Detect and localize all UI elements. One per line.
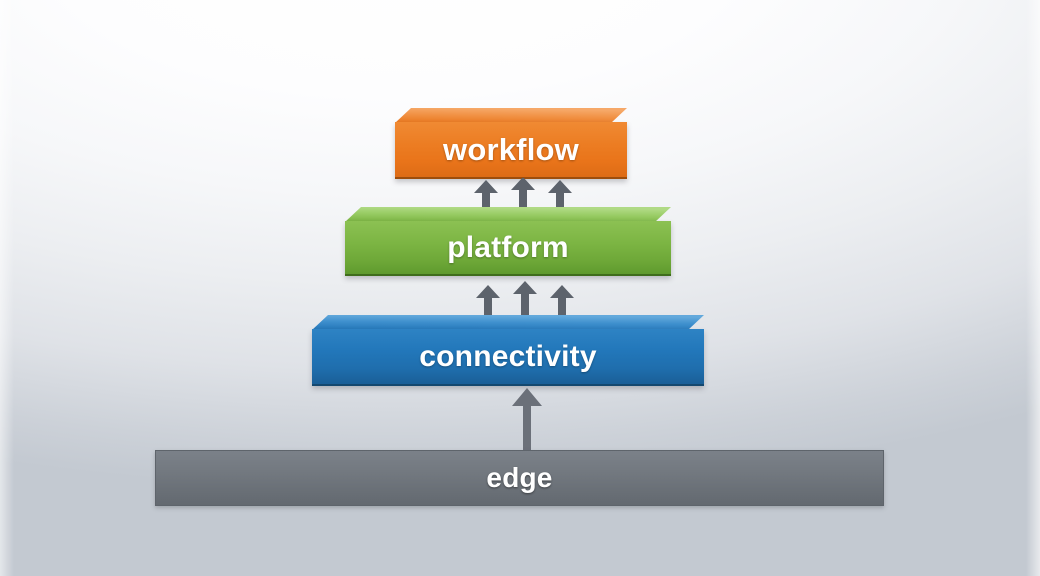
layer-block-edge[interactable]: edge: [155, 450, 884, 506]
platform-top-face: [345, 207, 671, 222]
layer-block-workflow[interactable]: workflow: [395, 108, 627, 179]
layer-label-connectivity: connectivity: [419, 339, 597, 373]
arrow-up-icon: [512, 388, 542, 452]
arrow-up-icon: [476, 281, 574, 330]
background-vignette-right: [1026, 0, 1040, 576]
connector-connectivity-to-platform: [470, 276, 580, 330]
layer-label-workflow: workflow: [443, 131, 579, 167]
layer-block-connectivity[interactable]: connectivity: [312, 315, 704, 386]
connector-edge-to-connectivity: [505, 386, 549, 452]
workflow-front-face: workflow: [395, 122, 627, 179]
layer-label-edge: edge: [486, 462, 553, 493]
connectivity-front-face: connectivity: [312, 329, 704, 386]
arrow-up-icon: [474, 178, 572, 222]
workflow-top-face: [395, 108, 627, 123]
connector-platform-to-workflow: [468, 178, 578, 222]
platform-front-face: platform: [345, 221, 671, 276]
layer-label-platform: platform: [447, 230, 569, 264]
layer-block-platform[interactable]: platform: [345, 207, 671, 276]
connectivity-top-face: [312, 315, 704, 330]
background-vignette-left: [0, 0, 14, 576]
